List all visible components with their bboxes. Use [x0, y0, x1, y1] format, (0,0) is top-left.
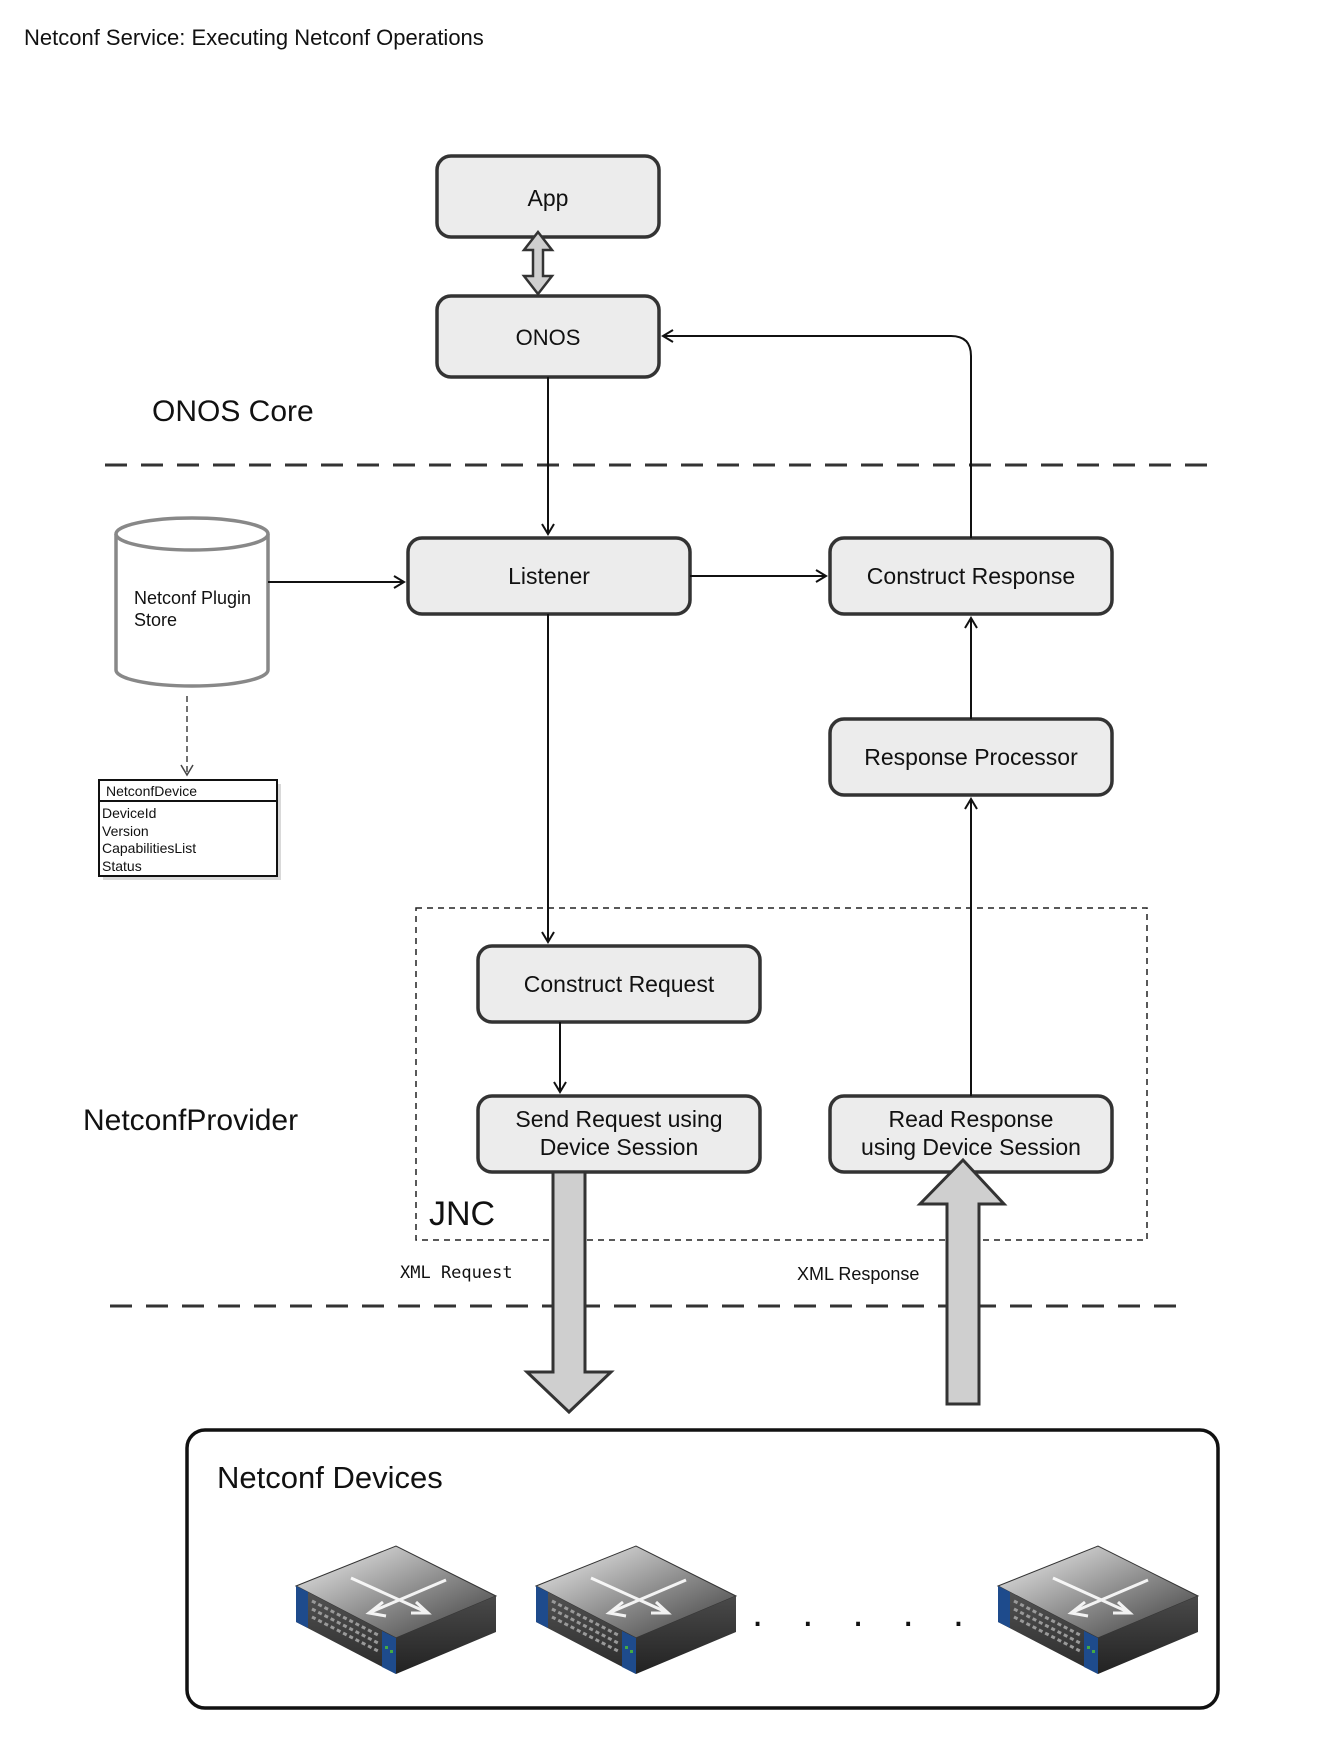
device-class-field: CapabilitiesList — [102, 840, 196, 856]
xml-request-label: XML Request — [400, 1263, 513, 1283]
jnc-region — [415, 907, 1148, 1241]
store-label-line1: Netconf Plugin — [134, 588, 251, 608]
onos-label: ONOS — [516, 325, 581, 350]
app-node: App — [435, 154, 661, 239]
read-response-node: Read Response using Device Session — [828, 1094, 1114, 1174]
more-devices-ellipsis: . . . . . — [752, 1591, 978, 1635]
diagram-title: Netconf Service: Executing Netconf Opera… — [24, 25, 484, 50]
listener-label: Listener — [508, 563, 590, 589]
section-label-netconf-provider: NetconfProvider — [83, 1104, 298, 1137]
construct-response-to-onos-arrow — [661, 329, 972, 538]
xml-response-label: XML Response — [797, 1264, 919, 1284]
xml-request-arrow — [523, 1170, 615, 1415]
device-class-field: Status — [102, 858, 142, 874]
construct-request-label: Construct Request — [524, 971, 715, 997]
response-processor-node: Response Processor — [828, 717, 1114, 797]
device-class-field: DeviceId — [102, 805, 156, 821]
construct-request-node: Construct Request — [476, 944, 762, 1024]
construct-response-label: Construct Response — [867, 563, 1075, 589]
netconf-device-class: NetconfDevice DeviceId Version Capabilit… — [98, 779, 281, 880]
send-request-label-line2: Device Session — [540, 1134, 699, 1160]
send-request-node: Send Request using Device Session — [476, 1094, 762, 1174]
construct-response-node: Construct Response — [828, 536, 1114, 616]
app-onos-double-arrow — [521, 229, 555, 297]
read-response-label-line2: using Device Session — [861, 1134, 1081, 1160]
store-label-line2: Store — [134, 610, 177, 630]
send-request-label-line1: Send Request using — [515, 1106, 722, 1132]
xml-response-arrow — [916, 1157, 1008, 1406]
netconf-devices-label: Netconf Devices — [217, 1460, 443, 1495]
jnc-label: JNC — [429, 1195, 495, 1233]
netconf-plugin-store: Netconf Plugin Store — [114, 516, 270, 688]
app-label: App — [528, 185, 569, 211]
response-processor-label: Response Processor — [864, 744, 1078, 770]
listener-node: Listener — [406, 536, 692, 616]
read-response-label-line1: Read Response — [889, 1106, 1054, 1132]
device-class-field: Version — [102, 823, 149, 839]
onos-node: ONOS — [435, 294, 661, 379]
section-label-onos-core: ONOS Core — [152, 395, 314, 428]
device-class-name: NetconfDevice — [106, 783, 197, 799]
